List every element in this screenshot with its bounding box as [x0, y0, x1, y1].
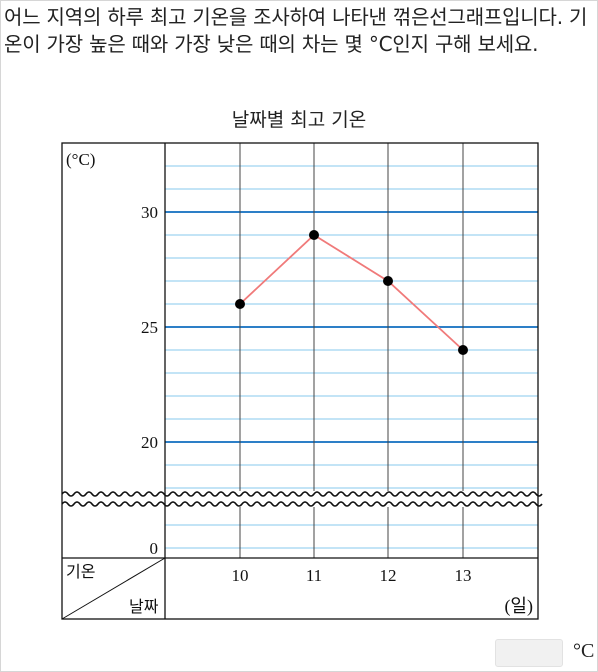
x-tick-label: 12 [380, 566, 397, 585]
y-unit-label: (°C) [66, 150, 95, 169]
axis-break-wave [61, 501, 543, 507]
header-diagonal [61, 557, 166, 620]
x-tick-label: 10 [232, 566, 249, 585]
answer-unit: °C [573, 640, 595, 662]
x-tick-label: 11 [306, 566, 322, 585]
y-tick-label: 0 [150, 539, 159, 558]
row-header-label: 기온 [66, 562, 95, 581]
y-tick-label: 20 [141, 433, 158, 452]
x-unit-label: (일) [504, 596, 533, 617]
data-point [383, 276, 393, 286]
col-header-label: 날짜 [129, 597, 159, 616]
y-tick-label: 30 [141, 203, 158, 222]
answer-input[interactable] [495, 639, 563, 667]
axis-break-wave [61, 491, 543, 497]
y-tick-label: 25 [141, 318, 158, 337]
data-point [235, 299, 245, 309]
x-tick-label: 13 [455, 566, 472, 585]
chart-frame [61, 142, 539, 620]
chart-title: 날짜별 최고 기온 [231, 109, 367, 131]
question-text: 어느 지역의 하루 최고 기온을 조사하여 나타낸 꺾은선그래프입니다. 기온이… [4, 5, 588, 56]
data-point [309, 230, 319, 240]
data-line [239, 233, 464, 351]
data-point [458, 345, 468, 355]
